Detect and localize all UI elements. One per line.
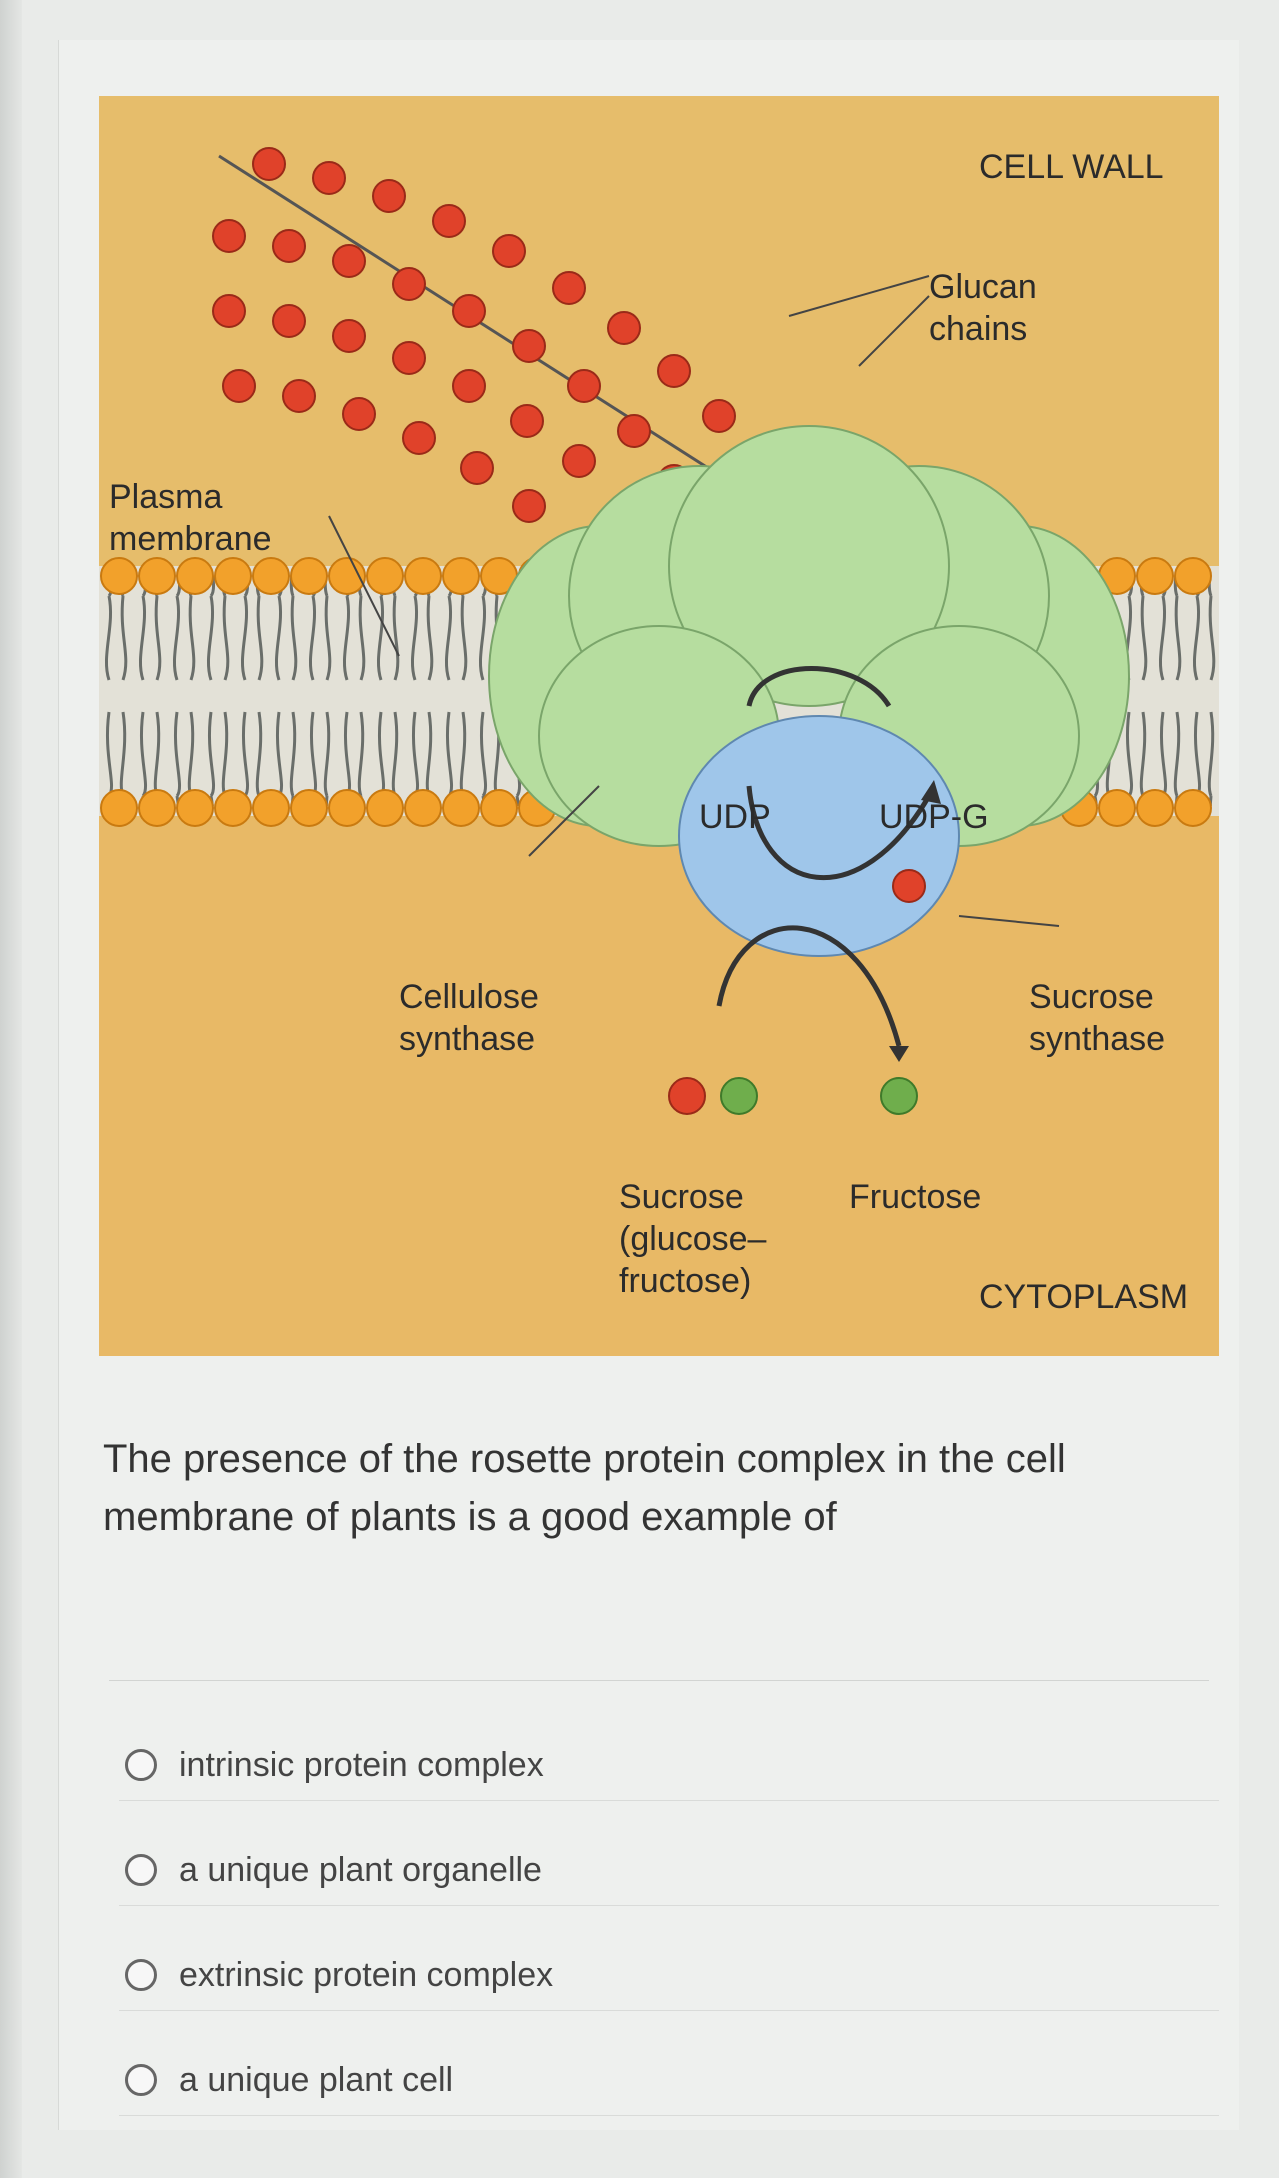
radio-button[interactable] [125,1959,157,1991]
question-text: The presence of the rosette protein comp… [103,1437,1066,1539]
fructose-label: Fructose [849,1178,982,1216]
cellulose-synthesis-figure: CELL WALL Glucan chains Plasma membrane … [99,96,1219,1356]
fructose-molecule [880,1077,918,1115]
glucan-chains-label: Glucan chains [929,268,1037,348]
option-label: a unique plant cell [179,2060,454,2099]
radio-button[interactable] [125,2064,157,2096]
udp-g-label: UDP-G [879,798,989,836]
plasma-membrane-label: Plasma membrane [109,478,272,558]
option-unique-plant-cell[interactable]: a unique plant cell [119,2045,1219,2116]
udp-label: UDP [699,798,771,836]
option-label: extrinsic protein complex [179,1955,554,1994]
glucan-chain-4 [222,369,546,523]
option-label: a unique plant organelle [179,1850,542,1889]
question-card: CELL WALL Glucan chains Plasma membrane … [58,40,1239,2130]
radio-button[interactable] [125,1854,157,1886]
cellulose-synthase-label: Cellulose synthase [399,978,539,1058]
cytoplasm-region [99,816,1219,1356]
option-intrinsic-protein-complex[interactable]: intrinsic protein complex [119,1730,1219,1801]
options-top-divider [109,1680,1209,1681]
option-extrinsic-protein-complex[interactable]: extrinsic protein complex [119,1940,1219,2011]
udp-cycle-arrows [716,666,932,1047]
option-label: intrinsic protein complex [179,1745,544,1784]
radio-button[interactable] [125,1749,157,1781]
sucrose-label: Sucrose (glucose– fructose) [619,1178,767,1300]
cytoplasm-label: CYTOPLASM [979,1278,1189,1316]
leader-lines [328,275,1060,927]
glucan-chain-3 [212,294,596,478]
page-edge [0,0,22,2178]
bound-glucose [892,869,926,903]
cell-wall-label: CELL WALL [979,148,1164,186]
option-unique-plant-organelle[interactable]: a unique plant organelle [119,1835,1219,1906]
fructose-arrowhead [889,1046,909,1062]
sucrose-synthase [678,715,960,957]
udg-g-arrowhead [921,780,941,804]
cellulose-synthase-rosette [488,425,1130,847]
sucrose-synthase-label: Sucrose synthase [1029,978,1166,1058]
figure-illustration [99,96,1219,1356]
sucrose-molecule [668,1077,758,1115]
